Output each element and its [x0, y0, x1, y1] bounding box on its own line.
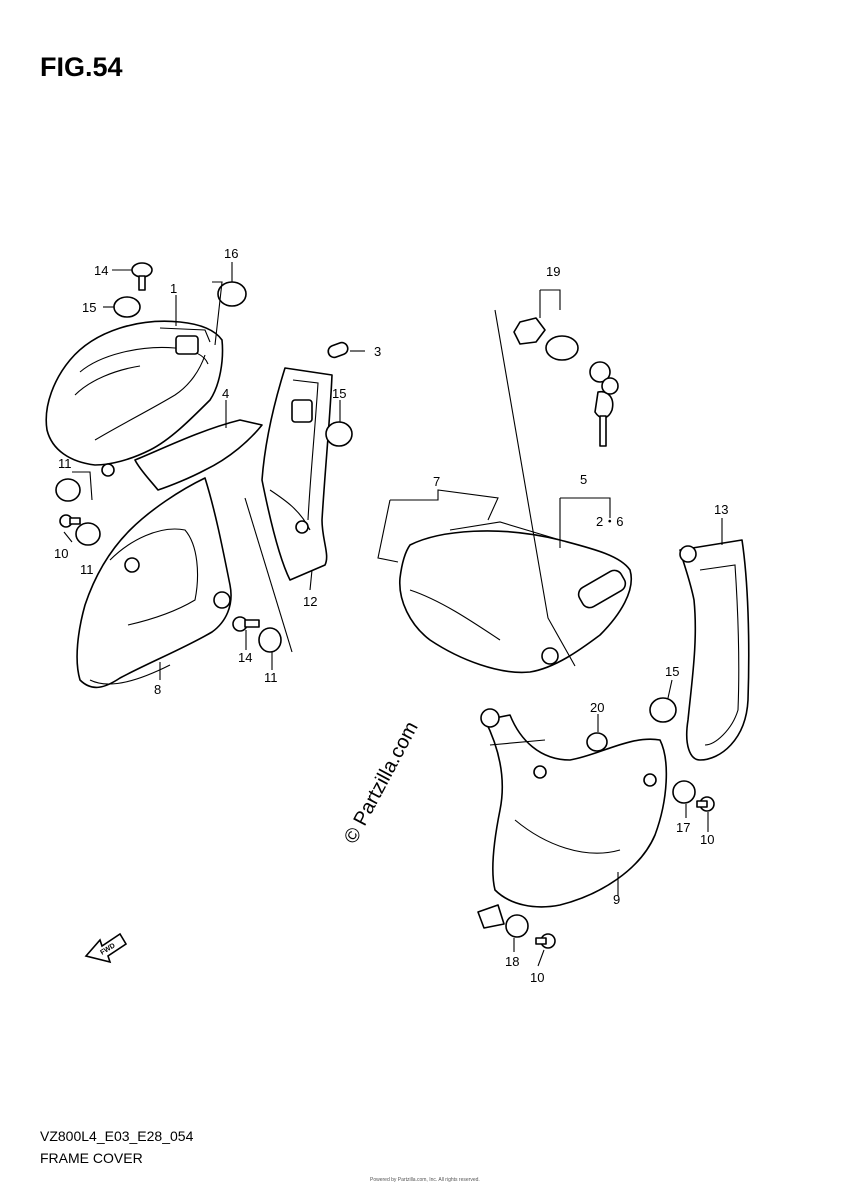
callout-14-center: 14 [238, 650, 252, 665]
callout-11-left-top: 11 [58, 456, 72, 471]
callout-18: 18 [505, 954, 519, 969]
part-11-grommet-left-lower[interactable] [75, 522, 101, 546]
part-15-grommet-right[interactable] [649, 697, 677, 723]
callout-11-center: 11 [264, 670, 278, 685]
part-9-lower-right-cover[interactable] [477, 708, 668, 929]
part-14-bolt-center[interactable] [232, 616, 260, 632]
part-10-bolt-right[interactable] [696, 796, 715, 812]
callout-1: 1 [170, 281, 177, 296]
callout-10-left: 10 [54, 546, 68, 561]
callout-8: 8 [154, 682, 161, 697]
leader-lines [63, 262, 723, 967]
callout-10-right: 10 [700, 832, 714, 847]
callout-13: 13 [714, 502, 728, 517]
part-10-bolt-bottom[interactable] [535, 933, 556, 949]
callout-16: 16 [224, 246, 238, 261]
callout-20: 20 [590, 700, 604, 715]
figure-title: FIG.54 [40, 52, 123, 82]
callout-19: 19 [546, 264, 560, 279]
part-12-bracket[interactable] [261, 367, 333, 581]
part-1-upper-cover[interactable] [45, 320, 224, 477]
callout-17: 17 [676, 820, 690, 835]
watermark-text: © Partzilla.com [340, 718, 423, 847]
part-19-lock-set[interactable] [513, 317, 619, 447]
part-16-grommet[interactable] [217, 281, 247, 307]
callout-15-top: 15 [82, 300, 96, 315]
part-15-grommet-mid[interactable] [325, 421, 353, 447]
fwd-arrow-icon: FWD [84, 932, 128, 964]
part-11-grommet-left[interactable] [55, 478, 81, 502]
part-17-grommet[interactable] [672, 780, 696, 804]
part-15-grommet-top[interactable] [113, 296, 141, 318]
callout-10-bottom: 10 [530, 970, 544, 985]
part-20-grommet[interactable] [586, 732, 608, 752]
callout-2-6: 2・6 [596, 514, 623, 529]
part-13-long-cover[interactable] [679, 539, 750, 761]
part-14-bolt-top[interactable] [131, 262, 153, 291]
callout-9: 9 [613, 892, 620, 907]
callout-14-top: 14 [94, 263, 108, 278]
callout-11-left-bottom: 11 [80, 562, 94, 577]
part-11-grommet-center[interactable] [258, 627, 282, 653]
part-4-gasket[interactable] [134, 419, 263, 491]
callout-3: 3 [374, 344, 381, 359]
part-3-collar[interactable] [327, 341, 350, 359]
callout-7: 7 [433, 474, 440, 489]
figure-code: VZ800L4_E03_E28_054 [40, 1128, 194, 1144]
callout-15-mid: 15 [332, 386, 346, 401]
callout-labels: 1 2・6 3 4 5 7 8 9 10 10 10 11 11 11 12 1… [54, 246, 728, 985]
part-10-bolt-left[interactable] [59, 514, 81, 528]
part-7-side-cover[interactable] [399, 521, 633, 674]
part-18-grommet[interactable] [505, 914, 529, 938]
callout-12: 12 [303, 594, 317, 609]
fine-print: Powered by Partzilla.com, Inc. All right… [370, 1177, 480, 1183]
callout-5: 5 [580, 472, 587, 487]
figure-name: FRAME COVER [40, 1150, 143, 1166]
callout-15-right: 15 [665, 664, 679, 679]
callout-4: 4 [222, 386, 229, 401]
part-8-lower-cover[interactable] [76, 477, 232, 689]
